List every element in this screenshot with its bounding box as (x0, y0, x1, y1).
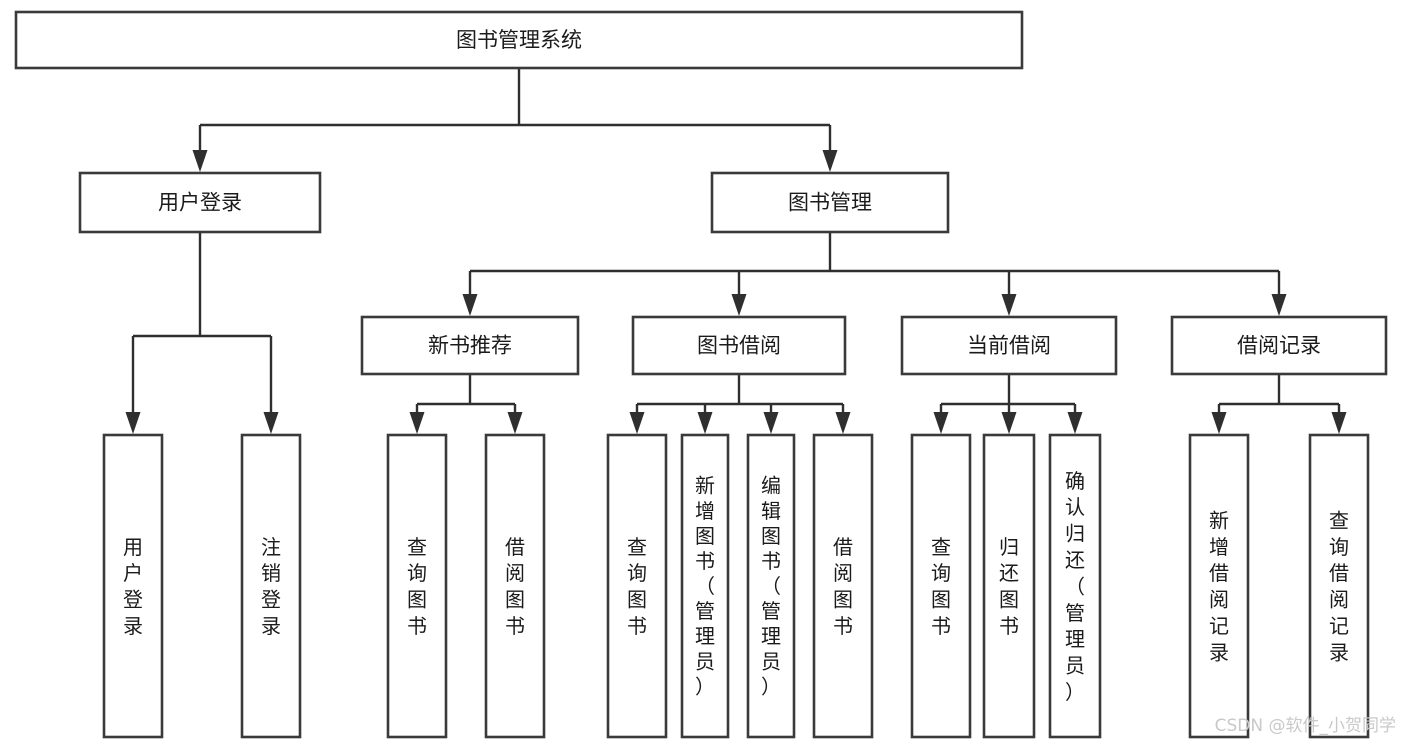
node-label-leaf-query-borrow-record: 查询借阅记录 (1329, 508, 1349, 664)
node-user-login[interactable]: 用户登录 (78, 171, 322, 234)
connector-group-from-book-borrow (629, 374, 851, 434)
node-leaf-borrow-book[interactable]: 借阅图书 (812, 433, 874, 739)
arrow-head-icon (1211, 412, 1227, 434)
connector-group-from-root (192, 68, 838, 172)
node-current-borrow[interactable]: 当前借阅 (900, 315, 1118, 376)
node-label-leaf-add-book: 新增图书（管理员） (695, 474, 715, 699)
arrow-head-icon (629, 412, 645, 434)
node-leaf-user-login[interactable]: 用户登录 (102, 433, 164, 739)
node-box-leaf-return-book[interactable] (982, 433, 1036, 739)
node-leaf-return-book[interactable]: 归还图书 (982, 433, 1036, 739)
node-box-leaf-query-book-borrow[interactable] (606, 433, 668, 739)
node-leaf-query-borrow-record[interactable]: 查询借阅记录 (1308, 433, 1370, 739)
connector-group-from-user-login (125, 232, 279, 434)
node-leaf-borrow-book-recommend[interactable]: 借阅图书 (484, 433, 546, 739)
node-label-new-book-recommend: 新书推荐 (428, 334, 512, 358)
csdn-watermark: CSDN @软件_小贺同学 (1215, 716, 1396, 736)
arrow-head-icon (1067, 412, 1083, 434)
node-box-leaf-add-book[interactable] (680, 433, 730, 739)
node-box-leaf-user-login[interactable] (102, 433, 164, 739)
arrow-head-icon (409, 412, 425, 434)
node-box-leaf-query-book-recommend[interactable] (386, 433, 448, 739)
node-label-borrow-record: 借阅记录 (1237, 334, 1321, 358)
node-label-leaf-return-book: 归还图书 (999, 535, 1019, 638)
node-label-leaf-query-book-recommend: 查询图书 (407, 535, 427, 638)
node-leaf-query-book-current[interactable]: 查询图书 (910, 433, 972, 739)
node-box-leaf-add-borrow-record[interactable] (1188, 433, 1250, 739)
node-box-leaf-query-borrow-record[interactable] (1308, 433, 1370, 739)
node-label-current-borrow: 当前借阅 (967, 334, 1051, 358)
node-label-user-login: 用户登录 (158, 191, 242, 215)
node-box-book-management[interactable] (710, 171, 950, 234)
node-box-leaf-borrow-book[interactable] (812, 433, 874, 739)
arrow-head-icon (1001, 294, 1017, 316)
node-box-leaf-confirm-return[interactable] (1048, 433, 1102, 739)
node-box-new-book-recommend[interactable] (360, 315, 580, 376)
node-leaf-add-borrow-record[interactable]: 新增借阅记录 (1188, 433, 1250, 739)
node-book-borrow[interactable]: 图书借阅 (631, 315, 847, 376)
node-borrow-record[interactable]: 借阅记录 (1170, 315, 1388, 376)
node-box-leaf-user-logout[interactable] (240, 433, 302, 739)
node-label-book-management: 图书管理 (788, 191, 872, 215)
arrow-head-icon (835, 412, 851, 434)
arrow-head-icon (822, 150, 838, 172)
node-leaf-query-book-borrow[interactable]: 查询图书 (606, 433, 668, 739)
node-leaf-add-book[interactable]: 新增图书（管理员） (680, 433, 730, 739)
node-label-leaf-user-login: 用户登录 (123, 535, 143, 638)
node-box-leaf-edit-book[interactable] (746, 433, 796, 739)
node-box-user-login[interactable] (78, 171, 322, 234)
connector-group-from-borrow-record (1211, 374, 1347, 434)
arrow-head-icon (1331, 412, 1347, 434)
arrow-head-icon (192, 150, 208, 172)
node-box-root[interactable] (14, 10, 1024, 70)
node-label-leaf-query-book-borrow: 查询图书 (627, 535, 647, 638)
node-label-book-borrow: 图书借阅 (697, 334, 781, 358)
node-new-book-recommend[interactable]: 新书推荐 (360, 315, 580, 376)
node-box-current-borrow[interactable] (900, 315, 1118, 376)
node-leaf-query-book-recommend[interactable]: 查询图书 (386, 433, 448, 739)
node-label-leaf-confirm-return: 确认归还（管理员） (1065, 469, 1085, 704)
node-label-leaf-borrow-book: 借阅图书 (833, 535, 853, 638)
node-layer: 图书管理系统用户登录图书管理新书推荐图书借阅当前借阅借阅记录用户登录注销登录查询… (14, 10, 1388, 739)
node-book-management[interactable]: 图书管理 (710, 171, 950, 234)
node-label-leaf-borrow-book-recommend: 借阅图书 (505, 535, 525, 638)
node-label-root: 图书管理系统 (456, 28, 582, 52)
arrow-head-icon (933, 412, 949, 434)
node-leaf-edit-book[interactable]: 编辑图书（管理员） (746, 433, 796, 739)
node-box-book-borrow[interactable] (631, 315, 847, 376)
node-box-leaf-borrow-book-recommend[interactable] (484, 433, 546, 739)
arrow-head-icon (697, 412, 713, 434)
arrow-head-icon (125, 412, 141, 434)
node-label-leaf-edit-book: 编辑图书（管理员） (761, 474, 781, 699)
arrow-head-icon (507, 412, 523, 434)
node-box-leaf-query-book-current[interactable] (910, 433, 972, 739)
node-box-borrow-record[interactable] (1170, 315, 1388, 376)
node-label-leaf-user-logout: 注销登录 (261, 535, 281, 638)
node-root[interactable]: 图书管理系统 (14, 10, 1024, 70)
node-leaf-confirm-return[interactable]: 确认归还（管理员） (1048, 433, 1102, 739)
connector-group-from-book-management (462, 232, 1287, 316)
arrow-head-icon (731, 294, 747, 316)
node-label-leaf-query-book-current: 查询图书 (931, 535, 951, 638)
arrow-head-icon (763, 412, 779, 434)
connector-group-from-new-book-recommend (409, 374, 523, 434)
arrow-head-icon (1271, 294, 1287, 316)
connector-layer (125, 68, 1347, 434)
node-label-leaf-add-borrow-record: 新增借阅记录 (1209, 508, 1229, 664)
node-leaf-user-logout[interactable]: 注销登录 (240, 433, 302, 739)
arrow-head-icon (1001, 412, 1017, 434)
arrow-head-icon (263, 412, 279, 434)
arrow-head-icon (462, 294, 478, 316)
connector-group-from-current-borrow (933, 374, 1083, 434)
